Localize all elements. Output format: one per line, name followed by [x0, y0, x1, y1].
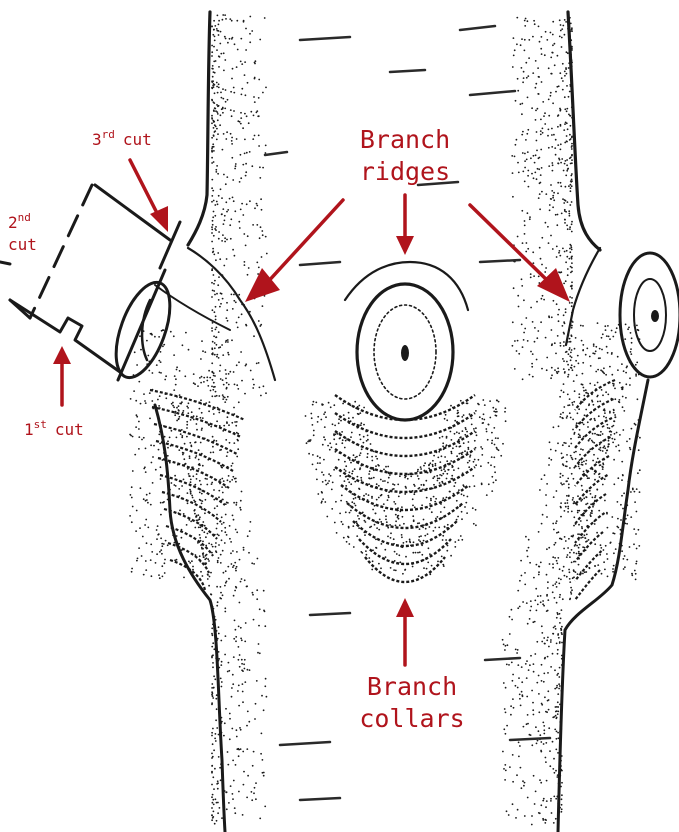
trunk-right-edge: [568, 12, 600, 250]
arrow-first-cut: [53, 346, 71, 364]
branch-ridges-label-line1: Branch: [360, 125, 450, 154]
third-cut-line: [160, 222, 180, 268]
arrow-center-ridge: [396, 236, 414, 255]
arrow-collar: [396, 598, 414, 617]
right-branch-stub: [620, 253, 679, 377]
right-branch-collar: [575, 380, 615, 600]
trunk-left-edge: [188, 12, 210, 245]
center-branch-stub: [345, 262, 468, 420]
branch-ridges-label-line2: ridges: [360, 157, 450, 186]
second-cut-label-line1: 2nd: [8, 211, 31, 232]
branch-top-edge-end: [0, 262, 10, 264]
branch-collars-label-line2: collars: [359, 704, 464, 733]
second-cut-line: [30, 185, 92, 318]
center-branch-collar: [335, 395, 475, 582]
second-cut-label-line2: cut: [8, 235, 37, 254]
right-branch-ridge: [566, 248, 600, 345]
arrows: [53, 160, 570, 665]
left-branch-collar: [150, 390, 245, 590]
branch-collars-label-line1: Branch: [367, 672, 457, 701]
